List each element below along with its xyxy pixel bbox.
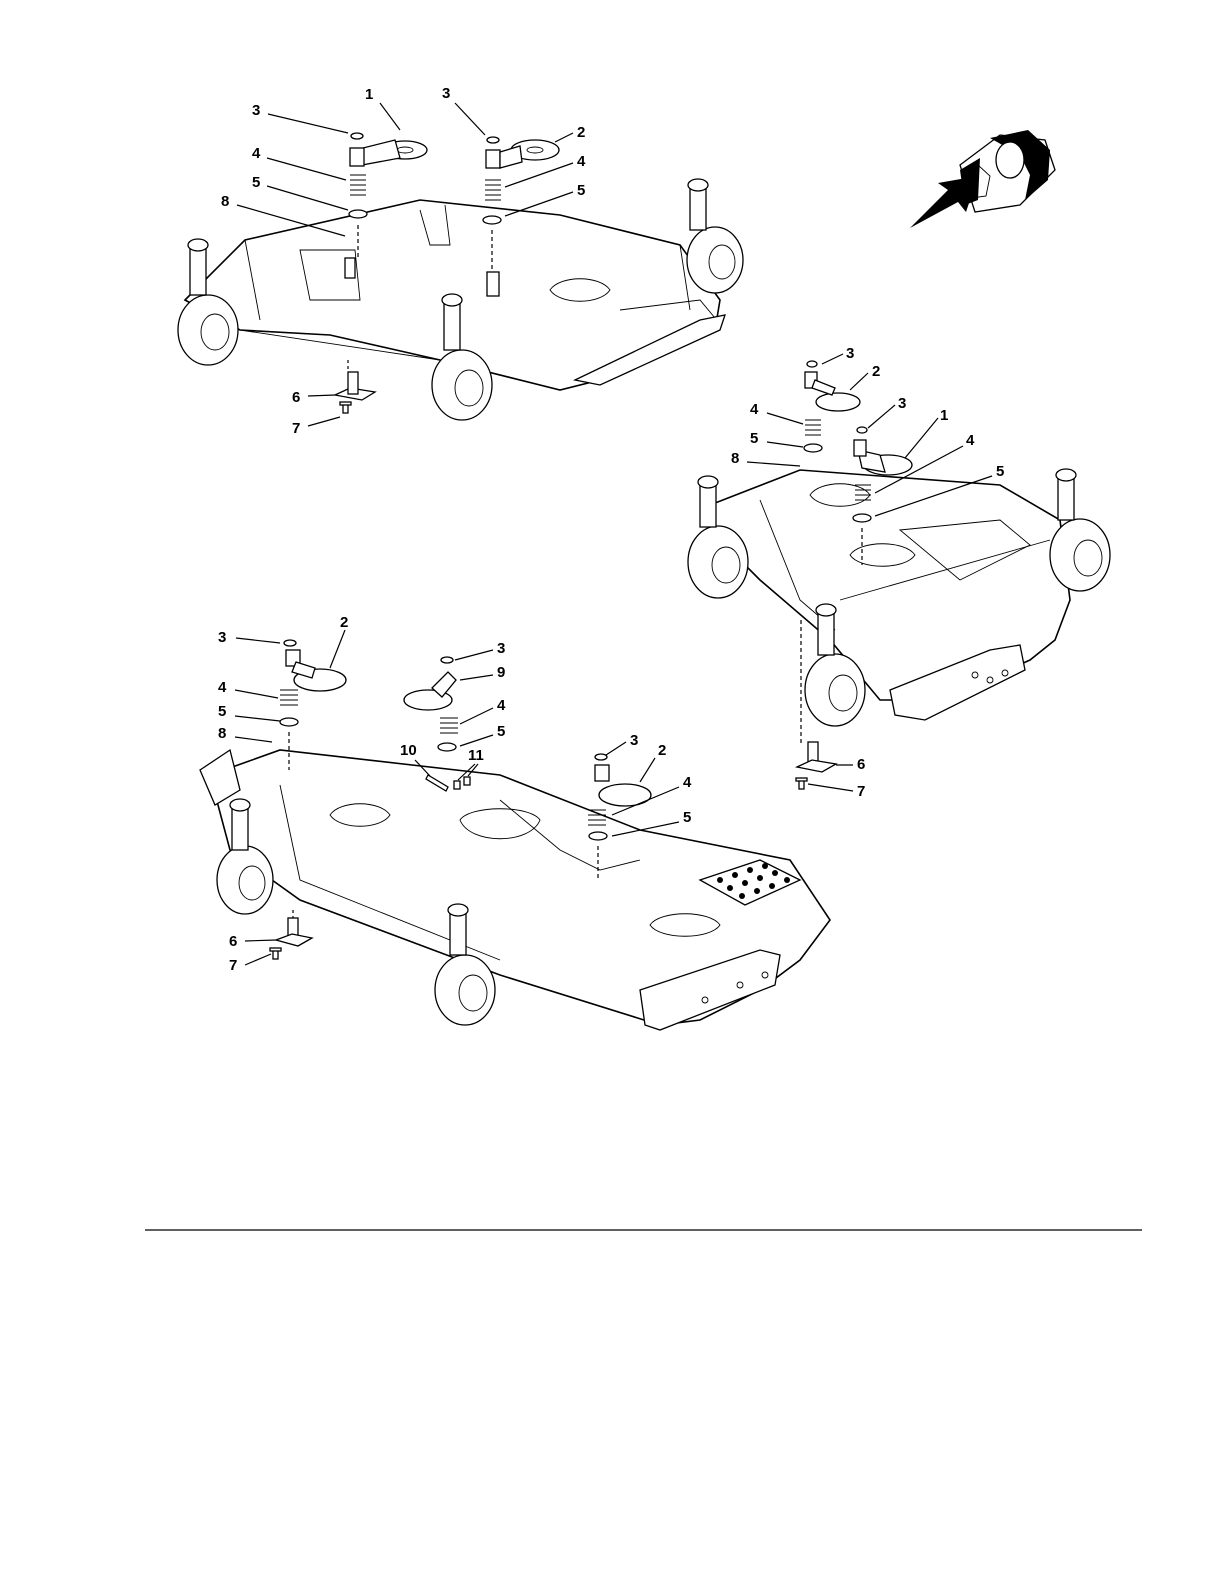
pivot-post [487, 272, 499, 296]
callout-label: 4 [252, 145, 261, 162]
flat-washer [483, 216, 501, 224]
caster-wheel [1050, 469, 1110, 591]
callout-label: 4 [218, 679, 227, 696]
callout-label: 5 [497, 723, 505, 740]
idler-pulley [816, 393, 860, 411]
idler-pulley [599, 784, 651, 806]
callout-label: 3 [846, 345, 854, 362]
pivot-base-plate [797, 760, 836, 772]
flat-washer [589, 832, 607, 840]
callout-label: 5 [577, 182, 585, 199]
callout-label: 2 [872, 363, 880, 380]
callout-label: 6 [229, 933, 237, 950]
flat-washer [438, 743, 456, 751]
callout-label: 3 [442, 85, 450, 102]
callout-label: 5 [218, 703, 226, 720]
callout-label: 4 [683, 774, 692, 791]
callout-label: 4 [577, 153, 586, 170]
deck-view-right: 3 2 3 4 1 5 4 8 5 6 7 [688, 345, 1110, 800]
callout-label: 7 [292, 420, 300, 437]
torsion-spring [485, 180, 501, 200]
callout-label: 4 [750, 401, 759, 418]
grease-gun-icon [910, 130, 1055, 228]
callout-label: 2 [340, 614, 348, 631]
flat-washer [804, 444, 822, 452]
flat-washer [349, 210, 367, 218]
callout-label: 8 [218, 725, 226, 742]
flat-washer [853, 514, 871, 522]
pivot-base-plate [276, 934, 312, 946]
callout-label: 11 [468, 747, 484, 764]
callout-label: 3 [218, 629, 226, 646]
callout-label: 8 [731, 450, 739, 467]
torsion-spring [805, 420, 821, 435]
callout-label: 4 [966, 432, 975, 449]
callout-label: 3 [252, 102, 260, 119]
callout-label: 4 [497, 697, 506, 714]
callout-label: 5 [996, 463, 1004, 480]
callout-label: 5 [252, 174, 260, 191]
nut [454, 781, 460, 789]
callout-label: 5 [750, 430, 758, 447]
callout-label: 5 [683, 809, 691, 826]
flat-washer [280, 718, 298, 726]
torsion-spring [440, 718, 458, 733]
callout-label: 3 [497, 640, 505, 657]
callout-label: 3 [898, 395, 906, 412]
callout-label: 6 [292, 389, 300, 406]
caster-wheel [687, 179, 743, 293]
callout-label: 2 [577, 124, 585, 141]
deck-view-bottom: 3 2 4 5 8 3 9 4 5 10 11 3 2 4 5 6 7 [200, 614, 830, 1030]
callout-label: 10 [400, 742, 417, 759]
callout-label: 6 [857, 756, 865, 773]
torsion-spring [350, 175, 366, 195]
callout-label: 3 [630, 732, 638, 749]
callout-label: 1 [940, 407, 948, 424]
deck-view-top-left: 1 3 3 2 4 4 5 5 8 6 7 [178, 85, 743, 437]
callout-label: 7 [857, 783, 865, 800]
callout-label: 9 [497, 664, 505, 681]
nut [464, 777, 470, 785]
callout-label: 7 [229, 957, 237, 974]
callout-label: 2 [658, 742, 666, 759]
callout-label: 8 [221, 193, 229, 210]
callout-label: 1 [365, 86, 373, 103]
torsion-spring [280, 690, 298, 705]
